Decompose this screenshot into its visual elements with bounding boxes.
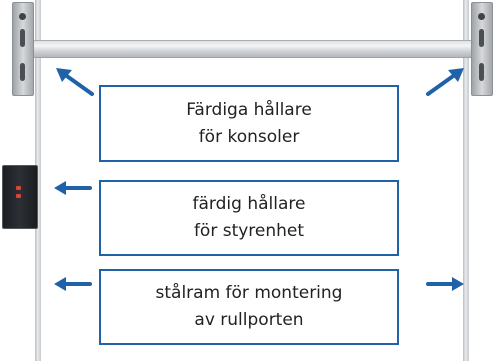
bracket-hole bbox=[19, 13, 26, 20]
controller-unit bbox=[2, 165, 38, 229]
label-line: för styrenhet bbox=[193, 221, 305, 241]
arrow-left-icon bbox=[54, 277, 92, 291]
label-box-controller: färdig hållare för styrenhet bbox=[99, 180, 399, 256]
right-frame-post bbox=[463, 0, 469, 361]
label-line: Färdiga hållare bbox=[186, 99, 312, 120]
bracket-slot bbox=[20, 63, 25, 81]
label-line: färdig hållare bbox=[192, 194, 306, 214]
bracket-hole bbox=[478, 13, 485, 20]
arrow-up-right-icon bbox=[426, 68, 464, 96]
label-line: för konsoler bbox=[198, 126, 300, 147]
left-frame-post bbox=[35, 0, 41, 361]
right-console-bracket bbox=[471, 2, 493, 96]
arrow-right-icon bbox=[426, 277, 464, 291]
label-line: av rullporten bbox=[194, 310, 304, 330]
controller-led bbox=[16, 186, 21, 190]
left-console-bracket bbox=[12, 2, 34, 96]
label-line: stålram för montering bbox=[155, 283, 343, 303]
arrow-up-left-icon bbox=[56, 68, 94, 96]
arrow-left-icon bbox=[54, 181, 92, 195]
bracket-slot bbox=[479, 29, 484, 47]
label-box-frame: stålram för montering av rullporten bbox=[99, 269, 399, 345]
bracket-slot bbox=[479, 63, 484, 81]
bracket-slot bbox=[20, 29, 25, 47]
controller-led bbox=[16, 194, 21, 198]
label-box-consoles: Färdiga hållare för konsoler bbox=[99, 85, 399, 162]
top-frame-beam bbox=[26, 40, 472, 58]
